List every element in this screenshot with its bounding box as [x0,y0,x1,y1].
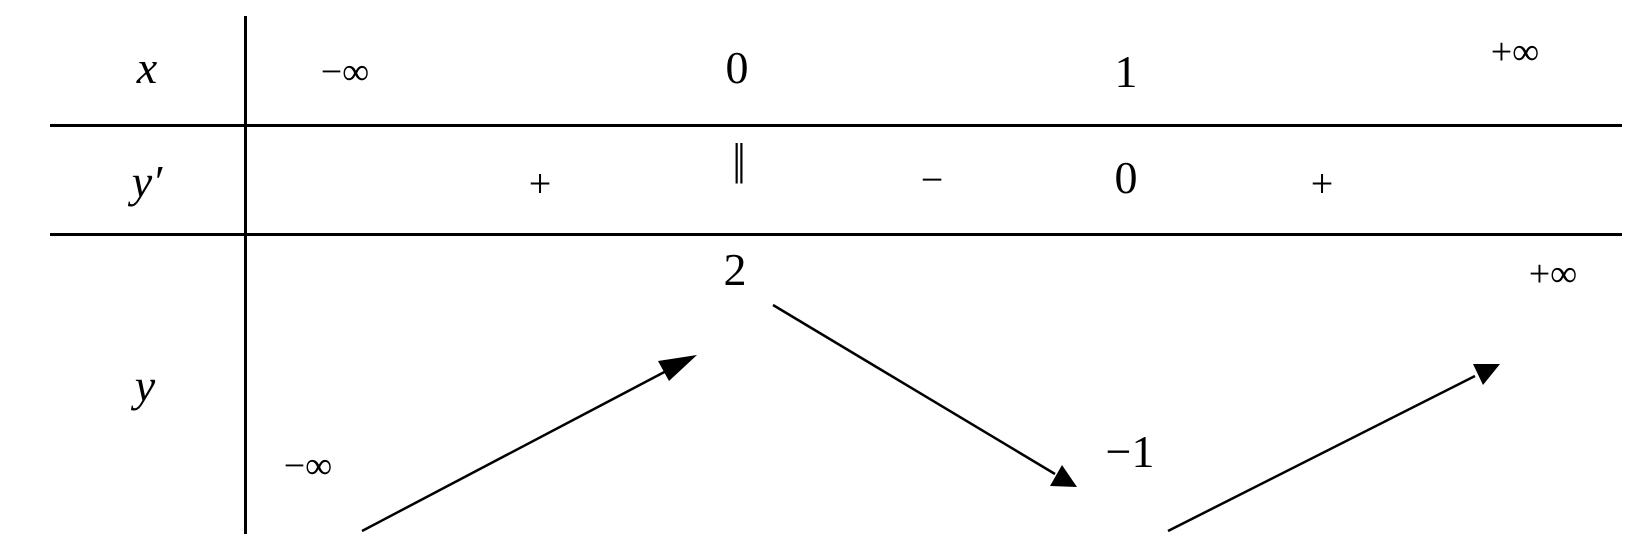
label-y: y [134,360,156,411]
y-local-min: −1 [1105,426,1155,477]
y-right-limit: +∞ [1528,253,1578,295]
arrow-increasing-2 [1167,364,1500,533]
row-divider-2 [50,233,1622,236]
vertical-divider [244,16,247,534]
x-neg-inf: −∞ [320,51,370,93]
y-left-limit: −∞ [283,445,333,487]
label-y-prime: y′ [131,156,163,207]
row-divider-1 [50,124,1622,127]
yprime-sign-plus-1: + [528,161,552,206]
x-value-0: 0 [725,42,749,93]
label-x: x [136,42,158,93]
yprime-sign-plus-2: + [1310,161,1334,206]
yprime-zero: 0 [1114,152,1138,203]
arrow-increasing-1 [361,355,697,533]
x-pos-inf: +∞ [1490,31,1540,73]
y-local-max: 2 [723,244,747,295]
x-value-1: 1 [1114,46,1138,97]
yprime-sign-minus: − [920,157,944,202]
arrow-decreasing [772,303,1077,487]
